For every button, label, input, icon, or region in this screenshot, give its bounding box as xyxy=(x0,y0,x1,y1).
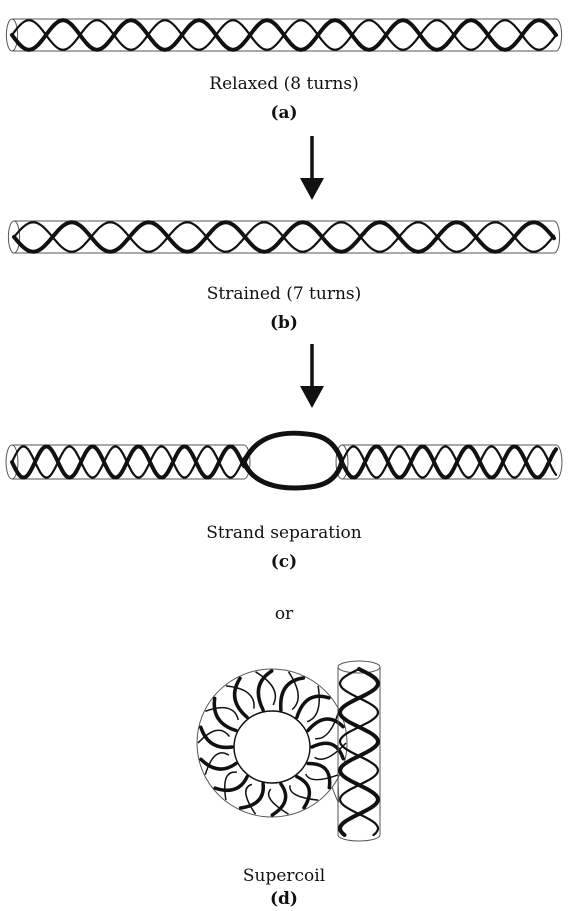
label-b: (b) xyxy=(0,313,568,333)
caption-strained: Strained (7 turns) xyxy=(0,284,568,304)
label-d: (d) xyxy=(0,889,568,909)
arrow-down-icon xyxy=(0,132,568,202)
caption-relaxed: Relaxed (8 turns) xyxy=(0,74,568,94)
relaxed-helix xyxy=(0,0,568,70)
label-c: (c) xyxy=(0,552,568,572)
caption-supercoil: Supercoil xyxy=(0,866,568,886)
connector-or: or xyxy=(0,604,568,624)
label-a: (a) xyxy=(0,103,568,123)
strand-separation-helix xyxy=(0,425,568,505)
caption-strand-separation: Strand separation xyxy=(0,523,568,543)
arrow-down-icon xyxy=(0,340,568,410)
strained-helix xyxy=(0,207,568,267)
supercoil-helix xyxy=(0,655,568,855)
